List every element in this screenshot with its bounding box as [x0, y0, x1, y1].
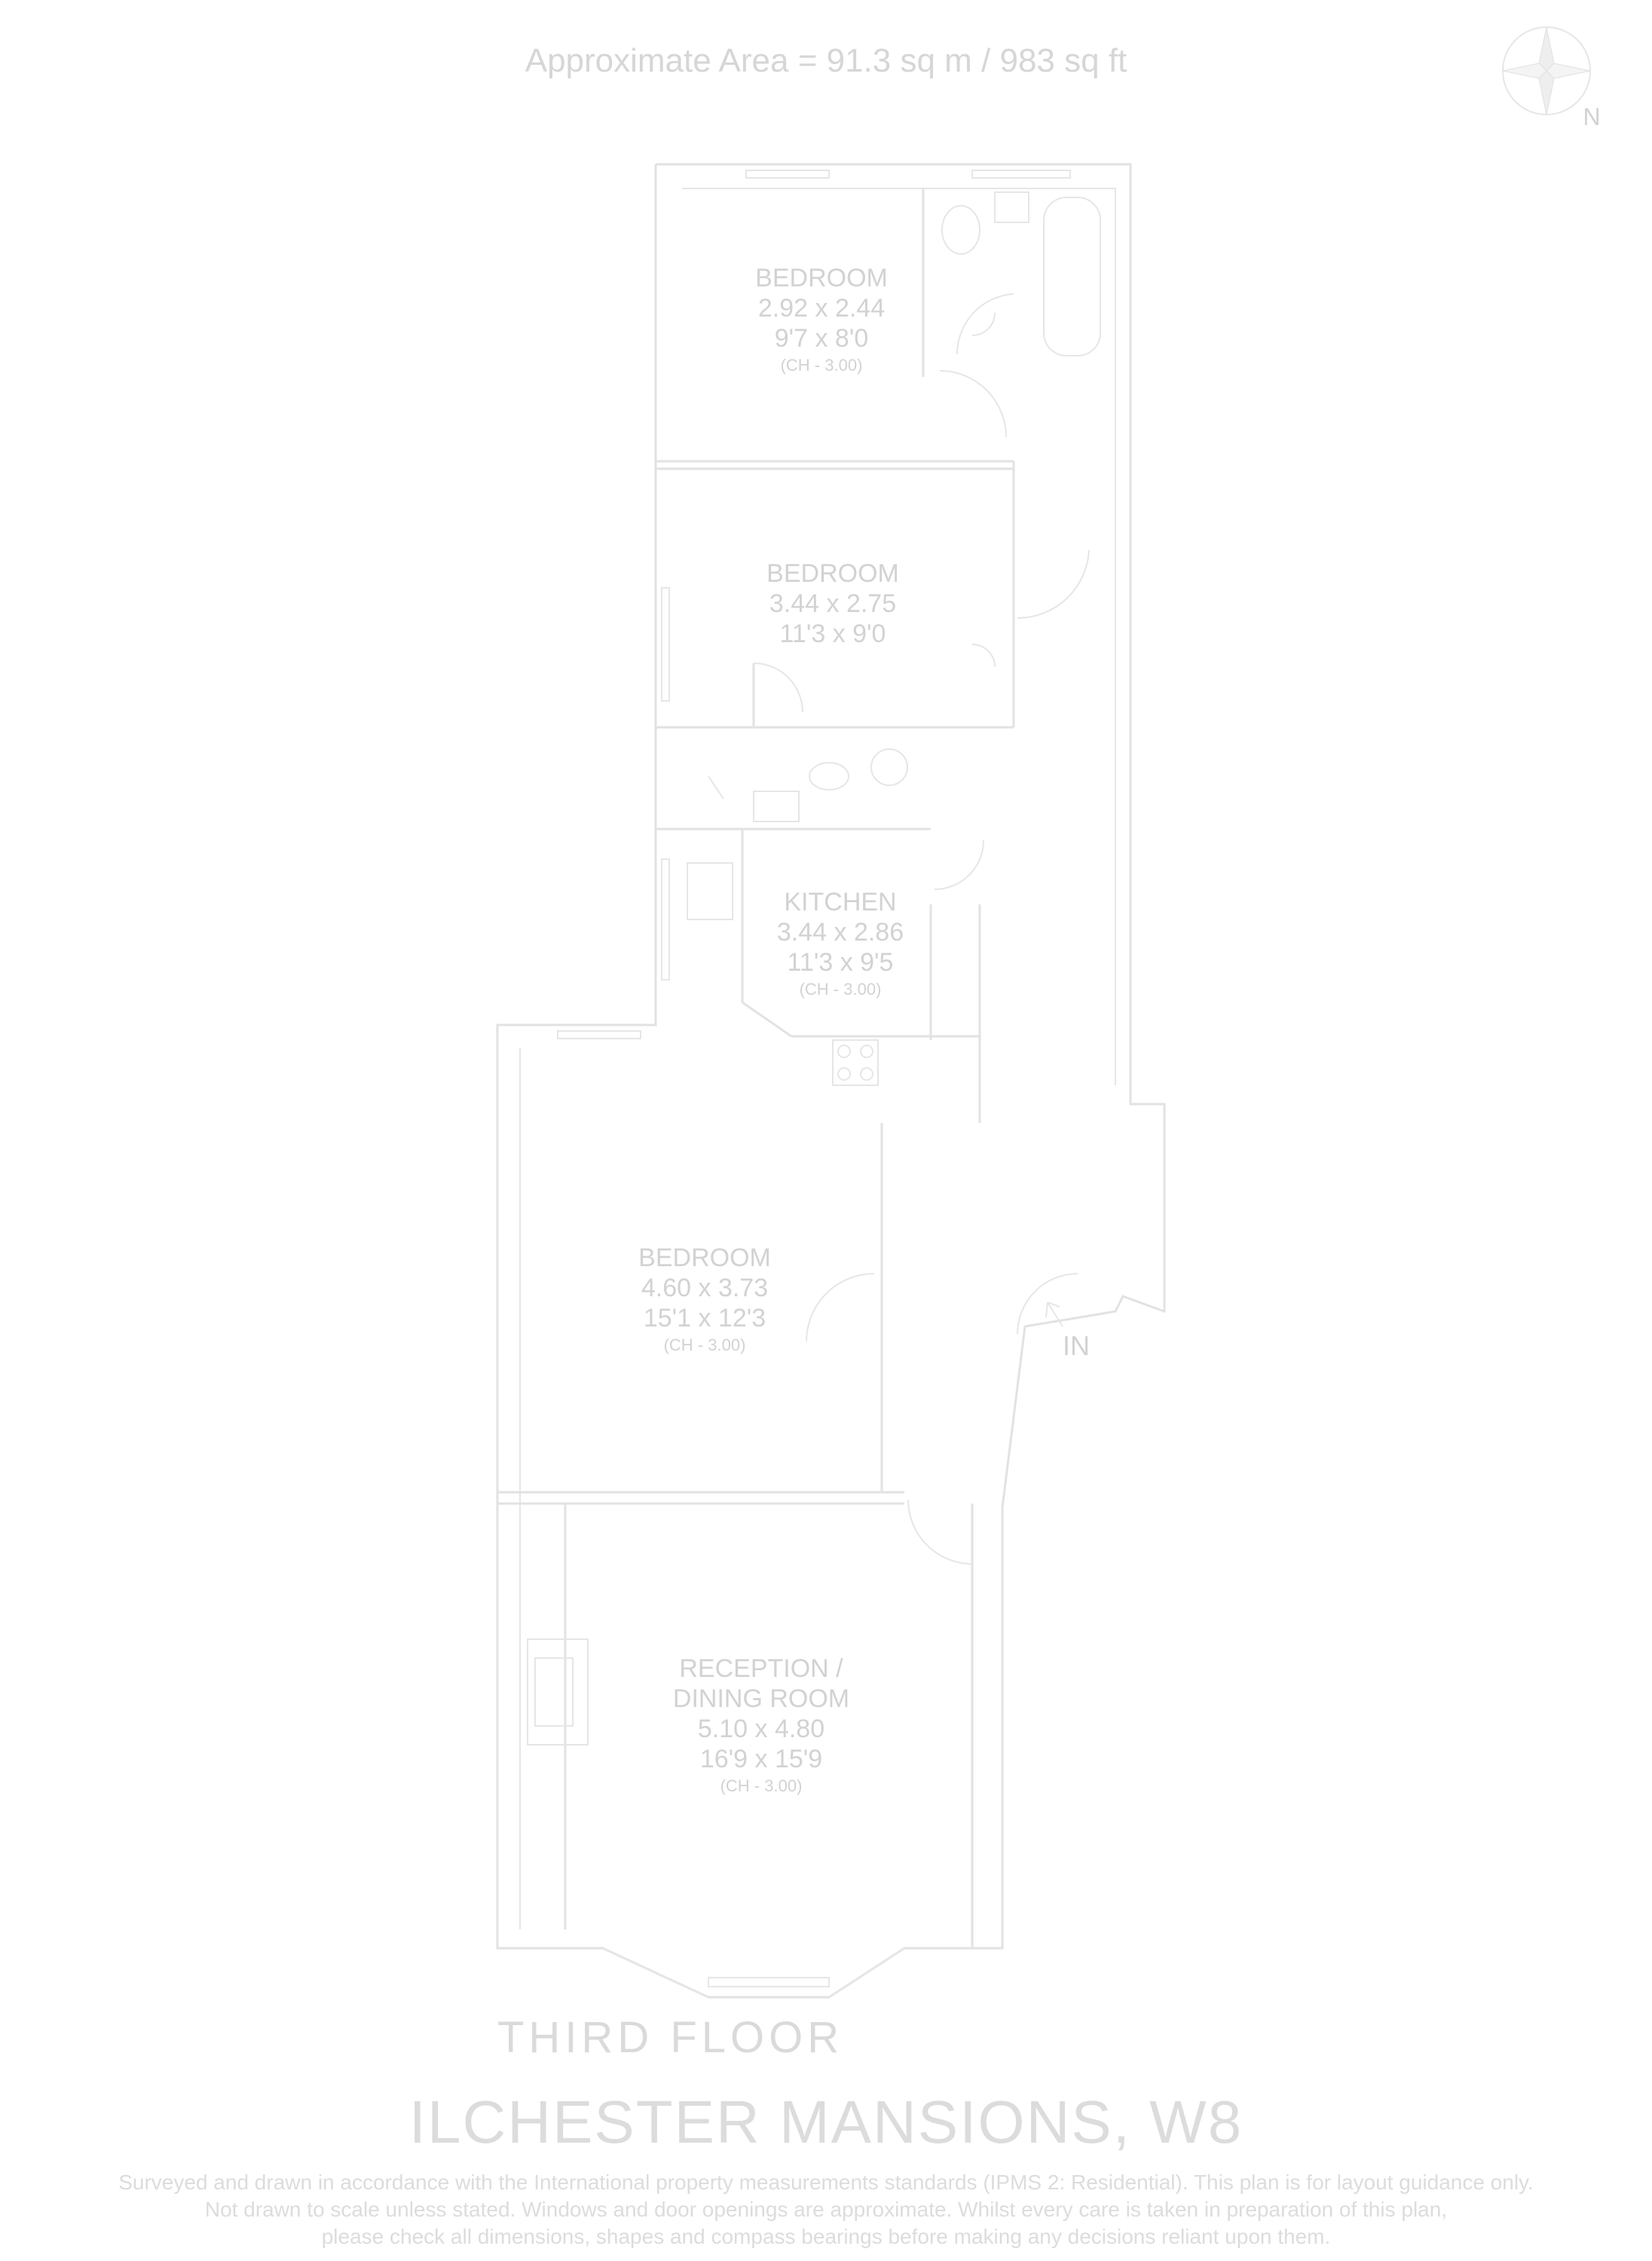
svg-text:5.10 x 4.80: 5.10 x 4.80 — [698, 1715, 824, 1743]
bathroom-fixtures — [708, 191, 1101, 822]
room-kitchen: KITCHEN 3.44 x 2.86 11'3 x 9'5 (CH - 3.0… — [777, 888, 904, 999]
boiler-icon — [870, 748, 908, 786]
toilet-icon — [941, 205, 980, 255]
windows — [557, 170, 1071, 1998]
svg-text:3.44 x 2.86: 3.44 x 2.86 — [777, 918, 904, 947]
room-bedroom-3: BEDROOM 4.60 x 3.73 15'1 x 12'3 (CH - 3.… — [638, 1244, 771, 1354]
svg-text:3.44 x 2.75: 3.44 x 2.75 — [769, 589, 896, 618]
svg-text:9'7 x 8'0: 9'7 x 8'0 — [775, 324, 869, 353]
kitchen-sink-icon — [687, 862, 733, 920]
svg-text:(CH - 3.00): (CH - 3.00) — [800, 980, 882, 999]
disclaimer-line-3: please check all dimensions, shapes and … — [321, 2225, 1331, 2248]
building-title: ILCHESTER MANSIONS, W8 — [408, 2088, 1244, 2155]
basin-icon — [753, 791, 800, 822]
fireplace — [527, 1638, 589, 1745]
room-bedroom-1: BEDROOM 2.92 x 2.44 9'7 x 8'0 (CH - 3.00… — [755, 264, 888, 375]
hob-icon — [832, 1039, 879, 1086]
bathtub-icon — [1043, 197, 1101, 356]
outer-walls — [496, 163, 1166, 1999]
svg-text:16'9 x 15'9: 16'9 x 15'9 — [700, 1745, 822, 1773]
disclaimer-line-2: Not drawn to scale unless stated. Window… — [204, 2198, 1448, 2221]
svg-text:11'3 x 9'5: 11'3 x 9'5 — [788, 948, 894, 977]
compass-north-label: N — [1583, 103, 1600, 130]
svg-text:BEDROOM: BEDROOM — [755, 264, 888, 292]
svg-text:DINING ROOM: DINING ROOM — [673, 1684, 849, 1713]
interior-walls — [497, 188, 1015, 1948]
svg-text:RECEPTION /: RECEPTION / — [679, 1654, 843, 1683]
floor-label: THIRD FLOOR — [497, 2013, 844, 2062]
compass-rose-icon — [1502, 26, 1591, 115]
svg-text:4.60 x 3.73: 4.60 x 3.73 — [641, 1274, 768, 1302]
svg-text:(CH - 3.00): (CH - 3.00) — [664, 1335, 746, 1354]
room-reception-dining: RECEPTION / DINING ROOM 5.10 x 4.80 16'9… — [673, 1654, 849, 1795]
door-swings — [753, 293, 1090, 1565]
shower-icon — [708, 776, 724, 800]
svg-text:15'1 x 12'3: 15'1 x 12'3 — [644, 1304, 766, 1332]
toilet-icon — [809, 762, 849, 791]
svg-text:2.92 x 2.44: 2.92 x 2.44 — [758, 294, 885, 323]
entrance-label: IN — [1063, 1330, 1090, 1361]
svg-text:BEDROOM: BEDROOM — [638, 1244, 771, 1272]
svg-text:(CH - 3.00): (CH - 3.00) — [720, 1776, 803, 1795]
kitchen-fixtures — [687, 862, 879, 1086]
svg-text:BEDROOM: BEDROOM — [766, 559, 899, 588]
approximate-area-title: Approximate Area = 91.3 sq m / 983 sq ft — [525, 42, 1127, 79]
sink-icon — [994, 191, 1029, 223]
svg-text:11'3 x 9'0: 11'3 x 9'0 — [780, 620, 886, 648]
room-bedroom-2: BEDROOM 3.44 x 2.75 11'3 x 9'0 — [766, 559, 899, 648]
svg-text:KITCHEN: KITCHEN — [784, 888, 896, 916]
entrance-arrow-icon — [1045, 1302, 1063, 1327]
svg-text:(CH - 3.00): (CH - 3.00) — [781, 356, 863, 375]
disclaimer-line-1: Surveyed and drawn in accordance with th… — [118, 2171, 1534, 2194]
